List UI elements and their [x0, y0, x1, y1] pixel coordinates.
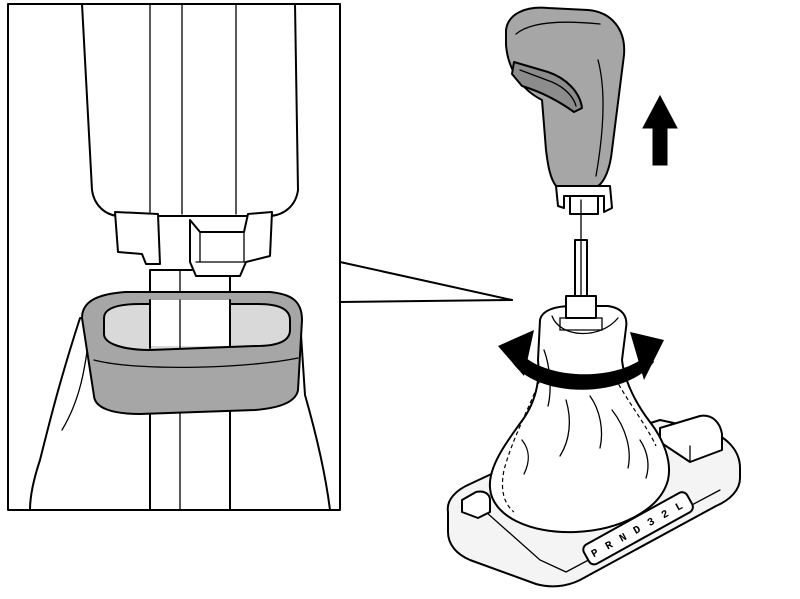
- gear-letter-p: P: [590, 547, 602, 561]
- detail-inset: [7, 3, 341, 511]
- gear-knob-release-button: [511, 61, 583, 113]
- inset-right-clip: [189, 211, 273, 277]
- gear-letter-d: D: [632, 524, 644, 538]
- arrow-up-icon: [642, 94, 678, 166]
- gear-letter-r: R: [604, 539, 616, 553]
- shift-lever-assembly: P R N D 3 2 L: [446, 239, 741, 588]
- inset-knob-body: [81, 5, 299, 217]
- rotate-arrows-icon: [498, 330, 664, 390]
- console-right-switch: [659, 414, 723, 463]
- gear-letter-3: 3: [646, 516, 658, 530]
- gear-knob-clip-base: [555, 185, 613, 213]
- callout-pointer: [339, 261, 513, 303]
- gear-letter-l: L: [674, 501, 686, 515]
- gear-knob: [505, 6, 626, 215]
- shift-boot: [488, 305, 670, 534]
- inset-left-clip: [114, 211, 161, 265]
- shift-lever-collar: [565, 295, 597, 319]
- gear-letter-n: N: [618, 532, 630, 546]
- gear-letter-2: 2: [660, 508, 672, 522]
- console-left-button: [461, 490, 491, 519]
